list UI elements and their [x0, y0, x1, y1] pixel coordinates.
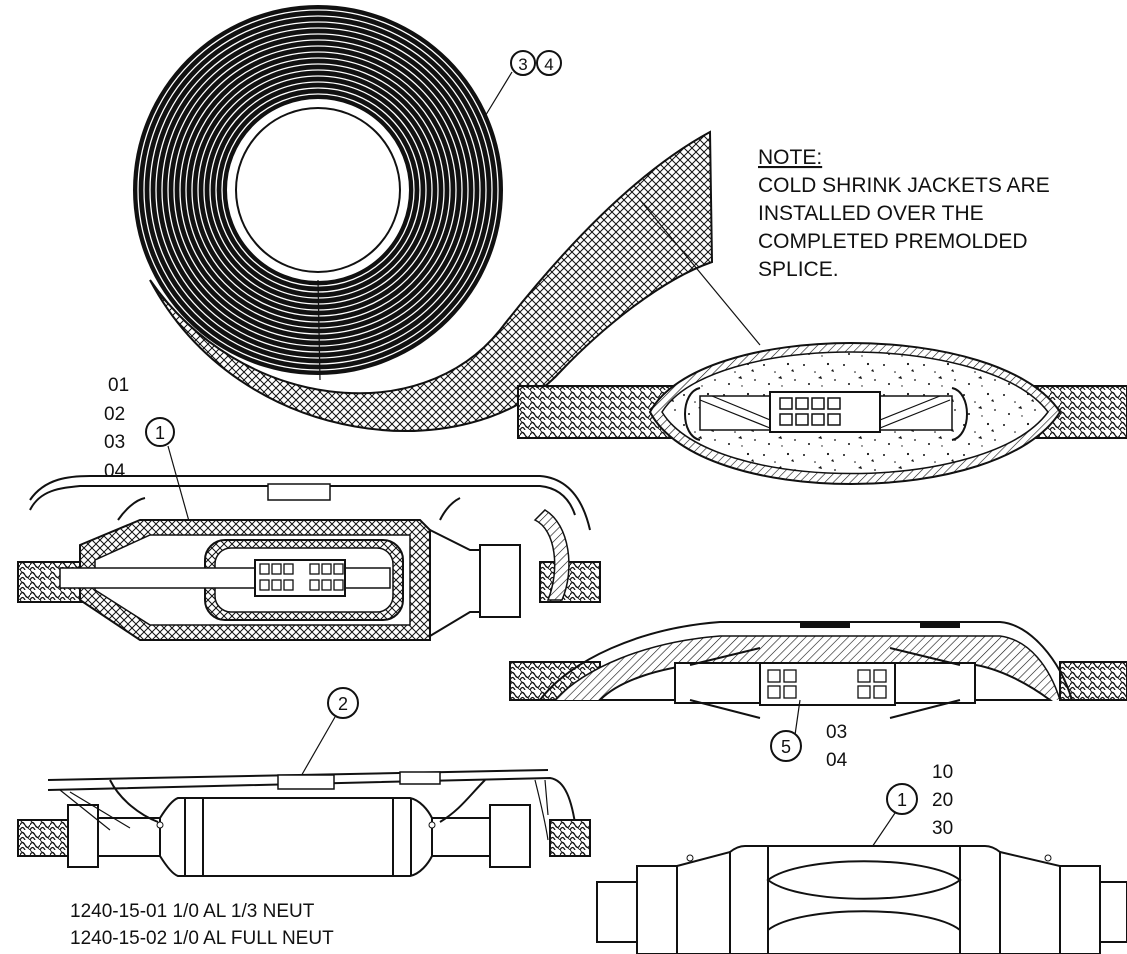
note-line: INSTALLED OVER THE: [758, 202, 984, 225]
splice-connector-section: [509, 621, 1127, 719]
part-list: 1240-15-01 1/0 AL 1/3 NEUT 1240-15-02 1/…: [70, 901, 334, 949]
callout-1-bottom: 1: [886, 783, 918, 815]
callout-2: 2: [327, 687, 359, 719]
callout-5: 5: [770, 730, 802, 762]
svg-text:10: 10: [932, 762, 953, 783]
note-line: COMPLETED PREMOLDED: [758, 230, 1028, 253]
tape-roll: [133, 5, 714, 432]
tape-strip: [149, 130, 714, 432]
note-title: NOTE:: [758, 146, 822, 169]
premolded-splice-top: [17, 475, 601, 641]
note-block: NOTE: COLD SHRINK JACKETS ARE INSTALLED …: [758, 146, 1050, 281]
suffix-list-connector: 03 04: [826, 722, 848, 771]
suffix-list-top-left: 01 02 03 04: [104, 375, 129, 482]
svg-text:20: 20: [932, 790, 953, 811]
svg-text:01: 01: [108, 375, 129, 396]
part-list-item: 1240-15-02 1/0 AL FULL NEUT: [70, 928, 334, 949]
svg-text:04: 04: [104, 461, 126, 482]
part-list-item: 1240-15-01 1/0 AL 1/3 NEUT: [70, 901, 315, 922]
svg-text:4: 4: [544, 55, 553, 74]
svg-text:3: 3: [518, 55, 527, 74]
svg-text:1: 1: [897, 790, 907, 810]
note-line: SPLICE.: [758, 258, 839, 281]
note-line: COLD SHRINK JACKETS ARE: [758, 174, 1050, 197]
suffix-list-bottom-right: 10 20 30: [932, 762, 953, 839]
callout-4: 4: [536, 50, 562, 76]
callout-1-top: 1: [145, 417, 175, 447]
svg-text:1: 1: [155, 423, 165, 443]
svg-text:03: 03: [104, 432, 125, 453]
cold-shrink-shell-bottom: [17, 769, 591, 877]
svg-text:04: 04: [826, 750, 848, 771]
callout-3: 3: [510, 50, 536, 76]
svg-text:2: 2: [338, 694, 348, 714]
premolded-body-bottom: [596, 845, 1127, 954]
svg-text:30: 30: [932, 818, 953, 839]
cold-shrink-jacket-section: [517, 342, 1127, 485]
svg-text:5: 5: [781, 737, 791, 757]
svg-text:02: 02: [104, 404, 125, 425]
svg-text:03: 03: [826, 722, 847, 743]
